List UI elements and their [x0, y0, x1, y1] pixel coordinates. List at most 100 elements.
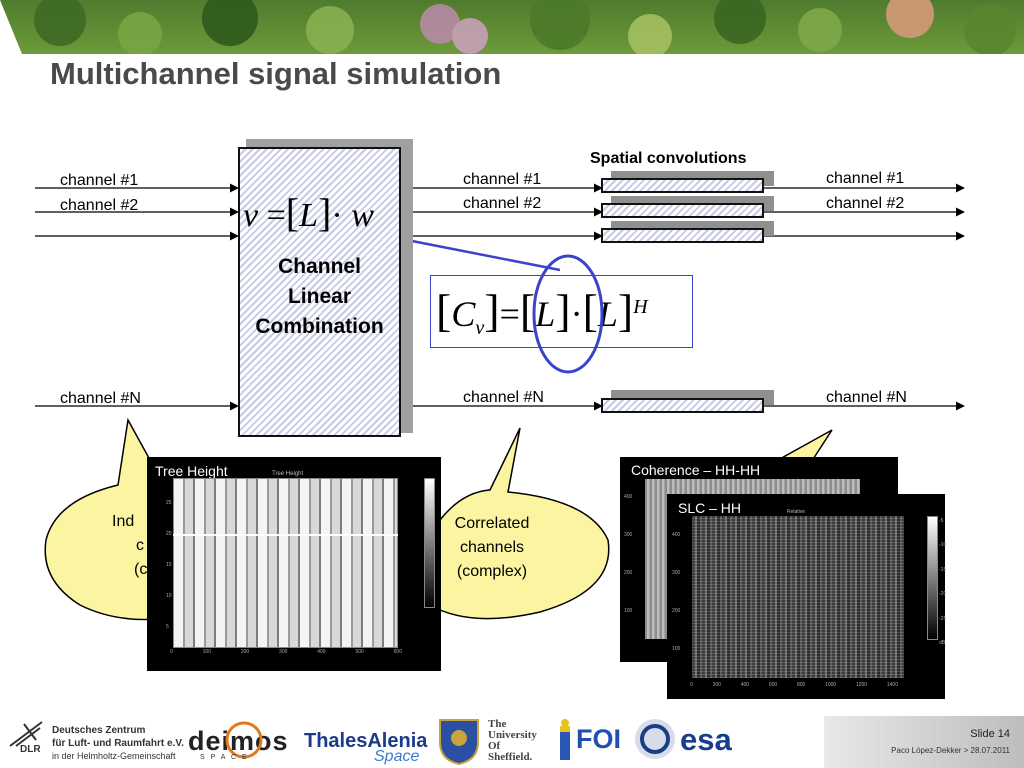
sheffield-line-1: The [488, 718, 507, 730]
slc-cbar-tick: -10 [939, 542, 947, 549]
sheffield-line-4: Sheffield. [488, 751, 533, 763]
dlr-abbr: DLR [20, 744, 41, 755]
tree-x-tick: 200 [240, 649, 250, 655]
deimos-orbit-icon [225, 721, 263, 759]
cov-dot: · [570, 294, 583, 334]
tree-y-tick: 20 [166, 531, 172, 537]
sheffield-line-2: University [488, 729, 537, 741]
slc-title: SLC – HH [678, 500, 742, 516]
eq-equals: = [266, 197, 286, 234]
slc-cbar-tick: dB [939, 639, 946, 646]
output-channel-1-label: channel #1 [826, 170, 905, 187]
eq-dot: · [331, 197, 343, 234]
mid-channel-n-label: channel #N [463, 389, 544, 406]
channel-linear-combination-box [238, 147, 401, 437]
esa-logo: esa [680, 722, 732, 757]
foi-logo: FOI [576, 724, 621, 754]
coherence-y-ticks: 400 300 200 100 [624, 494, 632, 614]
tree-x-tick: 500 [355, 649, 364, 655]
tree-x-tick: 400 [317, 649, 326, 655]
tree-height-colorbar [424, 478, 435, 608]
cov-sup-H: H [633, 296, 648, 318]
left-bubble-line-3: (c [134, 561, 148, 578]
cov-L1: L [535, 294, 556, 334]
slide-number: Slide 14 [970, 728, 1010, 740]
tree-height-small-title: Tree Height [272, 471, 304, 477]
combination-label-line-2: Linear [287, 285, 352, 308]
covariance-equation: [Cv]=[L]·[L]H [436, 285, 648, 340]
dlr-text: Deutsches Zentrum für Luft- und Raumfahr… [52, 724, 184, 763]
combination-equation: v =[L]· w [243, 190, 374, 235]
tree-x-tick: 0 [170, 649, 173, 655]
slc-y-tick: 400 [672, 532, 681, 538]
rainforest-banner [0, 0, 1024, 54]
dlr-line-1: Deutsches Zentrum [52, 725, 146, 736]
thales-alenia-logo: ThalesAlenia [304, 730, 428, 752]
thales-alenia-space: Space [374, 748, 420, 765]
eq-w: w [351, 197, 374, 234]
tree-height-image [173, 478, 398, 648]
mid-channel-2-label: channel #2 [463, 195, 542, 212]
slc-x-tick: 600 [768, 682, 778, 688]
dlr-line-3: in der Helmholtz-Gemeinschaft [52, 751, 176, 761]
left-bubble-line-2: c [136, 537, 144, 554]
tree-y-tick: 5 [166, 624, 169, 630]
dlr-line-2: für Luft- und Raumfahrt e.V. [52, 738, 184, 749]
deimos-sub: S P A C E [200, 754, 249, 761]
slc-x-tick: 1200 [855, 682, 868, 688]
sheffield-text: The University Of Sheffield. [488, 719, 537, 763]
spatial-convolutions-title: Spatial convolutions [590, 150, 747, 167]
sheffield-crest-icon [439, 719, 479, 766]
right-bubble-text: Correlated channels (complex) [432, 512, 552, 584]
slc-small-title: Relative [787, 509, 806, 515]
convolution-filter-2 [601, 203, 764, 218]
slc-image [692, 516, 904, 678]
slc-image-noise [692, 516, 904, 678]
tree-height-stripe [173, 534, 398, 536]
slc-x-ticks: 0 200 400 600 800 1000 1200 1400 [690, 682, 898, 688]
coh-y-tick: 200 [624, 570, 633, 576]
tree-x-tick: 100 [202, 649, 211, 655]
slc-cbar-tick: -20 [939, 591, 947, 598]
sheffield-line-3: Of [488, 740, 501, 752]
tree-x-tick: 300 [279, 649, 288, 655]
slc-cbar-tick: -25 [939, 615, 947, 622]
convolution-filter-1 [601, 178, 764, 193]
author-date: Paco López-Dekker > 28.07.2011 [891, 746, 1010, 755]
slc-x-tick: 400 [740, 682, 750, 688]
left-bubble-line-1: Ind [112, 513, 135, 530]
slc-y-tick: 100 [672, 646, 681, 652]
input-channel-2-label: channel #2 [60, 197, 139, 214]
tree-height-title: Tree Height [155, 463, 228, 479]
slc-cbar-tick: -15 [939, 566, 947, 573]
right-bubble-line-3: (complex) [456, 563, 528, 580]
covariance-equation-box [430, 275, 693, 348]
slc-x-tick: 1000 [825, 682, 837, 688]
slc-y-tick: 200 [672, 608, 681, 614]
right-bubble-line-1: Correlated [454, 515, 530, 532]
cov-C: C [451, 294, 476, 334]
highlight-ellipse [532, 254, 604, 374]
coh-y-tick: 100 [624, 608, 633, 614]
eq-L: L [299, 197, 319, 234]
cov-equals: = [499, 294, 520, 334]
tree-x-tick: 600 [393, 649, 402, 655]
slc-x-tick: 200 [712, 682, 721, 688]
coherence-title: Coherence – HH-HH [631, 462, 761, 478]
coh-y-tick: 300 [624, 532, 633, 538]
slc-y-tick: 300 [672, 570, 681, 576]
esa-globe-icon [635, 719, 675, 759]
tree-height-y-ticks: 25 20 15 10 5 [166, 500, 172, 630]
slc-y-ticks: 400 300 200 100 [672, 532, 680, 652]
convolution-filter-n [601, 398, 764, 413]
slc-cbar-ticks: -5 -10 -15 -20 -25 dB [939, 518, 946, 646]
tree-y-tick: 10 [166, 593, 172, 599]
output-channel-n-label: channel #N [826, 389, 907, 406]
convolution-filter-3 [601, 228, 764, 243]
foi-crown-icon [560, 719, 570, 760]
dlr-logo-icon [9, 721, 43, 747]
cov-sub-v: v [475, 317, 485, 340]
mid-channel-1-label: channel #1 [463, 171, 542, 188]
combination-label: Channel Linear Combination [238, 252, 401, 342]
eq-v: v [243, 197, 259, 234]
